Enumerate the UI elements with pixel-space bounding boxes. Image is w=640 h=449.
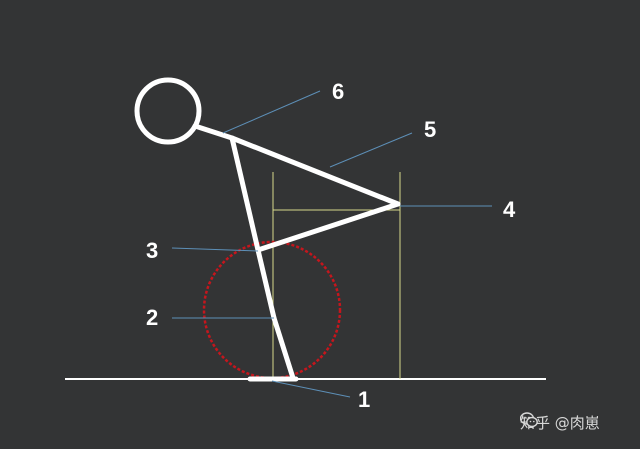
label-1: 1 — [358, 387, 371, 412]
label-3: 3 — [146, 238, 159, 263]
leg-lower-line — [271, 315, 296, 381]
label-4: 4 — [503, 197, 516, 222]
label-6: 6 — [332, 79, 345, 104]
neck-line — [192, 123, 235, 141]
torso-line — [229, 135, 261, 253]
leader-line-1 — [271, 380, 351, 398]
leader-line-6 — [222, 90, 321, 134]
arm-lower-line — [255, 201, 401, 253]
leader-line-3 — [171, 247, 259, 252]
label-5: 5 — [424, 117, 437, 142]
arm-upper-line — [229, 135, 401, 207]
wechat-icon — [520, 412, 538, 428]
watermark-text: 知乎 @肉崽 — [520, 414, 600, 432]
head-circle — [134, 77, 202, 145]
label-2: 2 — [146, 305, 159, 330]
watermark: 知乎 @肉崽 — [520, 412, 600, 433]
leg-upper-line — [255, 247, 277, 321]
leader-line-5 — [329, 132, 413, 168]
